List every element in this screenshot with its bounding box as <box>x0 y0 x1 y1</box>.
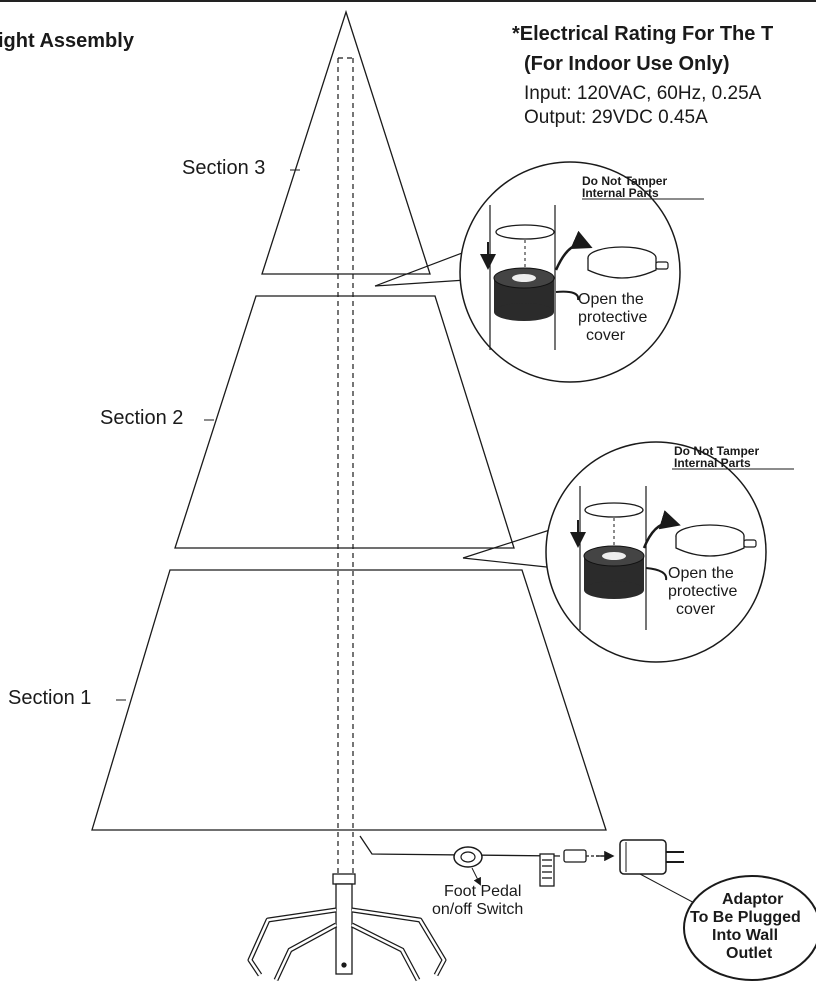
section-3-label: Section 3 <box>182 157 266 179</box>
warning-top-line1: Do Not Tamper <box>582 174 668 188</box>
callout-magnifier-bottom <box>462 441 767 663</box>
input-value: 120VAC, 60Hz, 0.25A <box>576 83 762 104</box>
warning-bottom-line2: Internal Parts <box>674 456 751 470</box>
callout-magnifier-top <box>374 161 681 383</box>
adaptor-label-line4: Outlet <box>726 945 773 962</box>
output-label: Output: <box>524 107 587 128</box>
top-border <box>0 0 816 2</box>
power-cord <box>359 835 615 887</box>
callout-top-note-line1: Open the <box>578 291 644 308</box>
adaptor-bubble <box>683 875 816 981</box>
adaptor-icon <box>619 839 702 907</box>
foot-pedal-label-line1: Foot Pedal <box>444 883 522 900</box>
adaptor-label-line2: To Be Plugged <box>690 909 801 926</box>
tree-section-3 <box>261 9 431 275</box>
tree-section-1 <box>91 569 607 831</box>
callout-bottom-note-line2: protective <box>668 583 738 600</box>
foot-pedal-switch-icon <box>453 846 483 886</box>
output-value: 29VDC 0.45A <box>591 107 708 128</box>
tree-section-2 <box>174 295 515 549</box>
input-label: Input: <box>524 83 572 104</box>
adaptor-label-line1: Adaptor <box>722 891 784 908</box>
warning-top-line2: Internal Parts <box>582 186 659 200</box>
callout-top-note-line3: cover <box>586 327 626 344</box>
output-rating: Output: 29VDC 0.45A <box>524 108 708 127</box>
input-rating: Input: 120VAC, 60Hz, 0.25A <box>524 84 761 103</box>
foot-pedal-label-line2: on/off Switch <box>432 901 524 918</box>
adaptor-label-line3: Into Wall <box>712 927 779 944</box>
callout-bottom-note-line1: Open the <box>668 565 734 582</box>
electrical-rating-title: *Electrical Rating For The T <box>512 23 774 45</box>
section-2-label: Section 2 <box>100 407 184 429</box>
page-title: ight Assembly <box>0 30 134 52</box>
warning-bottom-line1: Do Not Tamper <box>674 444 760 458</box>
callout-bottom-note-line3: cover <box>676 601 716 618</box>
callout-top-note-line2: protective <box>578 309 648 326</box>
center-pole <box>337 57 354 875</box>
section-1-label: Section 1 <box>8 687 92 709</box>
tree-stand <box>247 873 447 982</box>
indoor-use-note: (For Indoor Use Only) <box>524 53 730 75</box>
